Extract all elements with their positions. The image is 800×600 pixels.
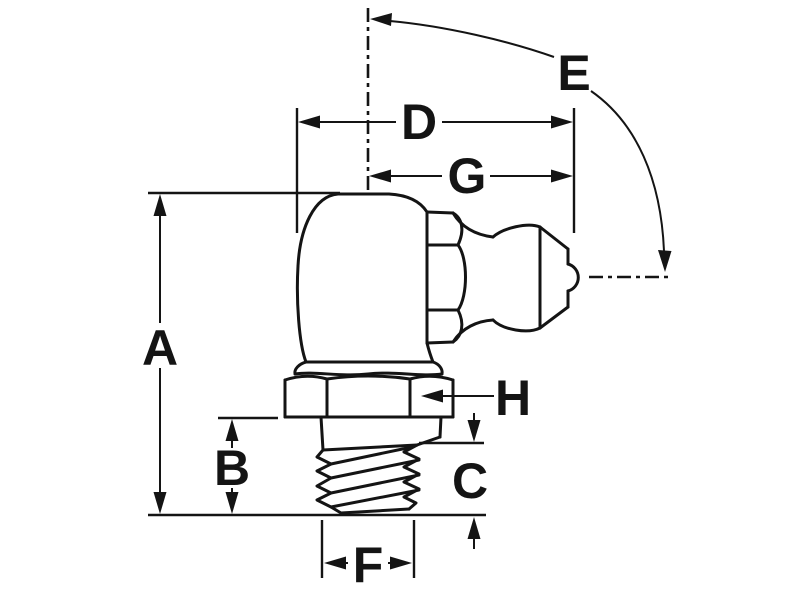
- dim-label-G: G: [448, 148, 487, 204]
- dome-outline: [295, 192, 429, 364]
- waist-top-curve: [451, 211, 495, 239]
- dim-H: H: [421, 370, 531, 426]
- nose-cone-top: [538, 225, 570, 251]
- thread-crest-2: [329, 458, 421, 480]
- dim-C: C: [419, 413, 488, 549]
- dim-label-D: D: [401, 94, 437, 150]
- c-arrow-down-icon: [467, 420, 481, 442]
- nipple-head-bottom-arc: [491, 318, 542, 333]
- thread-crest-3: [329, 473, 421, 495]
- dome-right-lower: [425, 341, 435, 364]
- thread-crest-1: [329, 445, 414, 466]
- b-arrow-down-icon: [225, 492, 239, 514]
- h-arrow-left-icon: [421, 389, 443, 403]
- e-arc-upper: [389, 20, 555, 58]
- nose-cone-bottom: [538, 305, 570, 330]
- shoulder-bottom-edge: [321, 443, 419, 452]
- flange-right-foot: [431, 360, 444, 376]
- dim-label-F: F: [353, 537, 384, 593]
- dim-label-B: B: [214, 440, 250, 496]
- f-arrow-right-icon: [390, 556, 412, 570]
- centerlines: [366, 8, 672, 279]
- e-arrow-left-icon: [370, 13, 392, 26]
- ball-tip: [566, 262, 580, 293]
- dim-label-H: H: [495, 370, 531, 426]
- dim-D: D: [295, 94, 576, 233]
- dim-label-C: C: [452, 453, 488, 509]
- e-arrow-down-icon: [658, 250, 672, 272]
- a-arrow-down-icon: [153, 492, 167, 514]
- shoulder-left-edge: [319, 415, 325, 452]
- a-arrow-up-icon: [153, 194, 167, 216]
- dim-label-E: E: [557, 45, 590, 101]
- nipple-head-top-arc: [491, 223, 542, 239]
- g-arrow-left-icon: [369, 169, 391, 183]
- flange-chamfer-wavy: [293, 371, 444, 377]
- d-arrow-right-icon: [551, 115, 573, 129]
- dim-E: E: [370, 13, 672, 272]
- thread-crest-4: [329, 488, 421, 509]
- b-arrow-up-icon: [225, 419, 239, 441]
- fitting-body: [283, 192, 580, 515]
- f-arrow-left-icon: [324, 556, 346, 570]
- stud-bottom-edge: [339, 507, 411, 515]
- e-arc-lower: [590, 90, 665, 252]
- thread-left-zigzag: [315, 448, 343, 515]
- g-arrow-right-icon: [551, 169, 573, 183]
- d-arrow-left-icon: [298, 115, 320, 129]
- dim-B: B: [214, 416, 278, 514]
- c-arrow-up-icon: [467, 517, 481, 539]
- dim-G: G: [369, 148, 573, 204]
- dim-label-A: A: [142, 320, 178, 376]
- nipple-hex-facet-mid: [456, 243, 467, 312]
- nipple-hex-top-edge: [425, 210, 455, 215]
- dim-A: A: [142, 191, 486, 517]
- waist-bottom-curve: [451, 318, 495, 344]
- hex-top-chamfer: [283, 374, 455, 382]
- nipple-hex-bottom-edge: [425, 340, 455, 345]
- shoulder-right-edge: [438, 415, 443, 439]
- dim-F: F: [320, 520, 416, 593]
